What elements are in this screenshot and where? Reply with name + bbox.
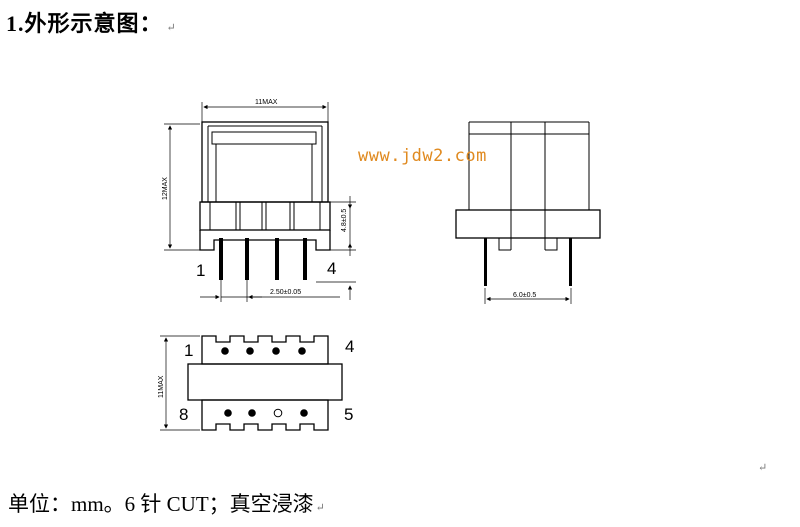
footer-text: 单位：mm。6 针 CUT；真空浸漆 [8,492,314,516]
winding [215,143,313,203]
bottom-label-4: 4 [345,337,354,356]
pin-1 [219,238,223,280]
dim-right-label: 4.8±0.5 [341,209,348,232]
core-outer [201,121,329,203]
bottom-pin-4 [298,347,306,355]
bottom-pin-6-empty [273,408,283,418]
bottom-view: 11MAX 1 4 8 5 [158,335,354,431]
footer-note: 单位：mm。6 针 CUT；真空浸漆↵ [8,488,325,518]
bottom-label-8: 8 [179,405,188,424]
pin-label-1: 1 [196,261,205,280]
bobbin-base [199,201,331,231]
side-pin-left [484,238,487,286]
side-dim-label: 6.0±0.5 [513,292,536,299]
section-heading: 1.外形示意图：↵ [6,6,177,38]
side-pin-right [569,238,572,286]
bottom-label-1: 1 [184,341,193,360]
core-top-leg [211,131,317,145]
paragraph-mark-icon: ↵ [758,462,768,474]
front-view: 11MAX 12MAX [162,99,356,302]
paragraph-mark-icon: ↵ [166,22,177,34]
dim-left-label: 12MAX [162,177,169,200]
side-flange [455,209,601,239]
bottom-pin-8 [224,409,232,417]
bottom-pin-1 [221,347,229,355]
heading-text: 1.外形示意图： [6,11,163,36]
bottom-pin-7 [248,409,256,417]
bottom-pin-3 [272,347,280,355]
pin-4 [303,238,307,280]
bottom-pin-5 [300,409,308,417]
paragraph-mark-icon: ↵ [315,502,325,514]
pin-label-4: 4 [327,259,336,278]
pin-3 [275,238,279,280]
bottom-pin-2 [246,347,254,355]
dim-bottom-label: 2.50±0.05 [270,289,301,296]
pin-2 [245,238,249,280]
bottom-core [187,363,343,401]
bottom-bottom-comb [201,399,329,431]
bottom-top-comb [201,335,329,365]
bottom-dim-label: 11MAX [158,375,165,398]
watermark-text: www.jdw2.com [358,146,487,166]
bottom-label-5: 5 [344,405,353,424]
dim-top-label: 11MAX [255,99,278,106]
side-view: 6.0±0.5 [455,121,601,304]
